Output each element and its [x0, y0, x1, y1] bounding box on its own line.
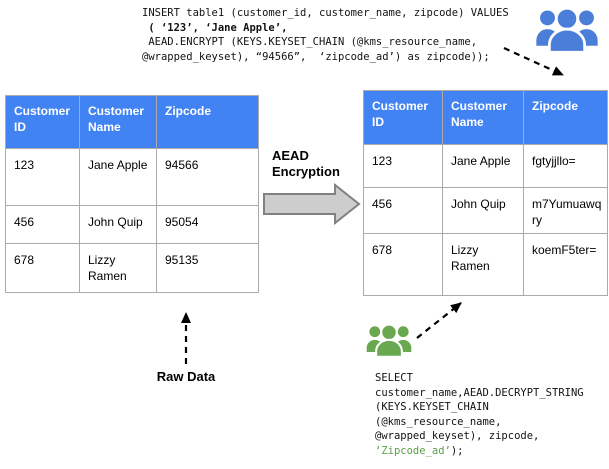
select-query-line: customer_name,AEAD.DECRYPT_STRING [375, 386, 584, 399]
table-header-row: Customer ID Customer Name Zipcode [363, 90, 608, 145]
highlighted-argument: ‘Zipcode_ad’ [375, 444, 451, 457]
table-cell: Lizzy Ramen [79, 243, 157, 293]
select-query-line: (KEYS.KEYSET_CHAIN [375, 401, 489, 413]
people-group-glyph [536, 6, 598, 54]
table-cell: 456 [5, 205, 80, 244]
insert-users-icon [536, 6, 598, 54]
table-cell: Jane Apple [442, 144, 524, 188]
table-cell: 456 [363, 187, 443, 234]
insert-query-code: INSERT table1 (customer_id, customer_nam… [142, 6, 509, 64]
table-header-row: Customer ID Customer Name Zipcode [5, 95, 259, 149]
table-row: 678 Lizzy Ramen 95135 [5, 243, 259, 293]
table-row: 456 John Quip m7Yumuawqry [363, 187, 608, 234]
table-cell: m7Yumuawqry [523, 187, 608, 234]
table-cell: Jane Apple [79, 148, 157, 206]
table-cell: 678 [5, 243, 80, 293]
select-query-line: @wrapped_keyset), zipcode, [375, 430, 540, 442]
insert-query-line: AEAD.ENCRYPT (KEYS.KEYSET_CHAIN (@kms_re… [142, 36, 478, 48]
table-row: 678 Lizzy Ramen koemF5ter= [363, 233, 608, 296]
aead-encryption-label: AEAD Encryption [272, 148, 340, 180]
table-cell: 95054 [156, 205, 259, 244]
table-cell: 123 [363, 144, 443, 188]
table-cell: fgtyjjllo= [523, 144, 608, 188]
table-cell: John Quip [79, 205, 157, 244]
select-query-line: ‘Zipcode_ad’); [375, 444, 584, 459]
column-header: Customer Name [79, 95, 157, 149]
encrypted-data-table: Customer ID Customer Name Zipcode 123 Ja… [363, 90, 608, 296]
table-cell: 95135 [156, 243, 259, 293]
insert-query-line: @wrapped_keyset), “94566”, ‘zipcode_ad’)… [142, 50, 490, 63]
raw-data-label: Raw Data [156, 369, 216, 384]
select-query-code: SELECT customer_name,AEAD.DECRYPT_STRING… [375, 371, 584, 458]
table-row: 456 John Quip 95054 [5, 205, 259, 244]
table-cell: koemF5ter= [523, 233, 608, 296]
table-cell: John Quip [442, 187, 524, 234]
column-header: Customer Name [442, 90, 524, 145]
table-cell: Lizzy Ramen [442, 233, 524, 296]
select-query-line: (@kms_resource_name, [375, 415, 502, 428]
select-users-icon [366, 323, 412, 358]
column-header: Customer ID [5, 95, 80, 149]
insert-query-line: INSERT table1 (customer_id, customer_nam… [142, 7, 509, 19]
select-flow-dashed-arrow [416, 302, 462, 339]
column-header: Customer ID [363, 90, 443, 145]
table-row: 123 Jane Apple fgtyjjllo= [363, 144, 608, 188]
aead-encryption-arrow [263, 182, 361, 226]
table-cell: 123 [5, 148, 80, 206]
table-cell: 678 [363, 233, 443, 296]
column-header: Zipcode [523, 90, 608, 145]
raw-data-table: Customer ID Customer Name Zipcode 123 Ja… [5, 95, 259, 293]
people-group-glyph [366, 323, 412, 358]
table-row: 123 Jane Apple 94566 [5, 148, 259, 206]
insert-query-line: ( ‘123’, ‘Jane Apple’, [142, 21, 288, 34]
select-query-line: SELECT [375, 372, 413, 384]
table-cell: 94566 [156, 148, 259, 206]
statement-end: ); [450, 444, 464, 457]
column-header: Zipcode [156, 95, 259, 149]
